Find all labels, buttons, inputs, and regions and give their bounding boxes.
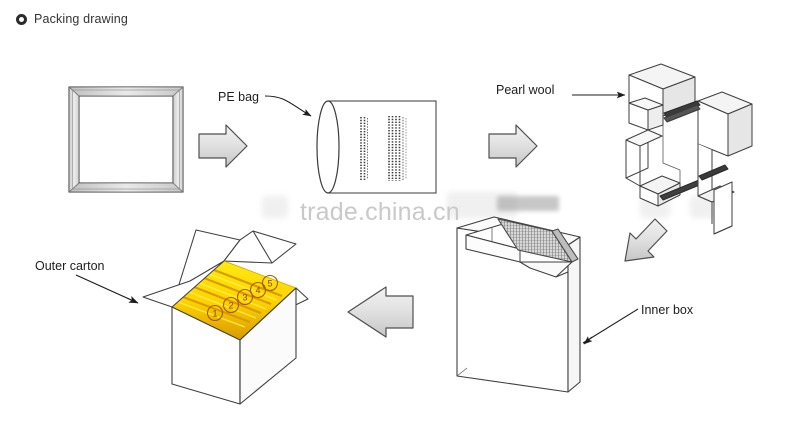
pe-bag-led-strip-a [360,117,368,180]
carton-item-number-1: 1 [206,304,224,322]
flow-arrow-4 [347,286,414,338]
flow-arrow-1 [198,124,248,168]
outer-carton-illustration [142,229,309,405]
filled-ring-icon [16,13,27,25]
svg-text:4: 4 [255,286,260,296]
label-pearl-wool: Pearl wool [496,83,555,97]
label-inner-box: Inner box [641,303,694,317]
svg-text:1: 1 [212,309,217,319]
pe-bag-led-strip-b [388,116,407,181]
pearl-wool-illustration [625,63,753,235]
pe-bag-illustration [316,100,437,194]
carton-item-numbers: 1 2 3 4 5 [206,274,279,322]
flow-arrow-2 [488,124,538,168]
page-title: Packing drawing [34,12,128,26]
watermark-text: trade.china.cn [300,198,460,226]
inner-box-illustration [456,216,581,393]
carton-item-number-3: 3 [236,288,254,306]
svg-text:2: 2 [228,301,233,311]
section-header: Packing drawing [0,0,800,38]
carton-item-number-4: 4 [249,281,267,299]
watermark-smudge [262,196,288,218]
flow-arrow-3 [624,218,668,262]
carton-item-number-2: 2 [222,296,240,314]
svg-text:3: 3 [242,293,247,303]
inner-box-leader-line [582,308,639,345]
led-panel-illustration [68,86,184,193]
pe-bag-leader-line [264,95,312,117]
watermark-bar [497,196,559,211]
label-outer-carton: Outer carton [35,259,105,273]
svg-text:5: 5 [267,279,272,289]
label-pe-bag: PE bag [218,90,260,104]
carton-item-number-5: 5 [261,274,279,292]
outer-carton-leader-line [75,274,139,304]
